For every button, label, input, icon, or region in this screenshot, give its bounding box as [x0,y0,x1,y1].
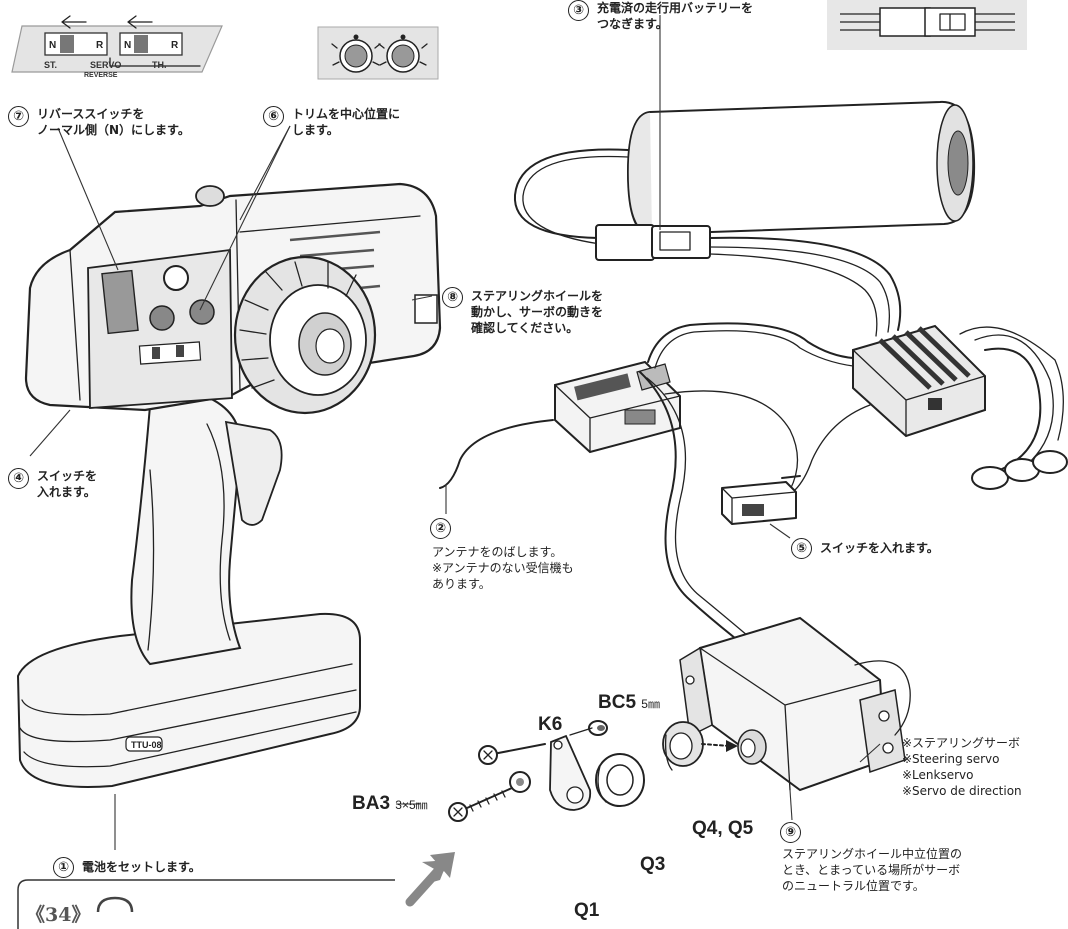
step-4-number: ④ [8,468,29,489]
step-7-text: リバーススイッチを ノーマル側（N）にします。 [37,107,190,137]
reverse-n-left: N [49,40,56,51]
step-5-number: ⑤ [791,538,812,559]
battery-wire-top [513,148,629,239]
step-6-text: トリムを中心位置に します。 [292,107,401,137]
servo-lead-2 [646,377,749,637]
reverse-r-left: R [96,40,104,51]
esc-motor-lead-2 [974,334,1054,463]
switch-lead [664,390,799,491]
step-9-number: ⑨ [780,822,801,843]
servo-note-fr: ※Servo de direction [902,784,1022,798]
receiver-lead-1 [647,322,854,363]
reverse-r-right: R [171,40,179,51]
servo-lead [639,371,741,643]
part-bc5-code: BC5 [598,692,637,713]
switch-unit [721,475,801,525]
reverse-st-label: ST. [44,60,57,70]
trim-knob-inset [317,26,439,80]
corner-bracket [17,879,395,929]
step-5-text: スイッチを入れます。 [820,541,939,555]
switch-lead-2 [794,404,871,491]
part-ba3-label: BA3 3×5㎜ [352,793,428,816]
section-mark: 《34》 [26,904,91,926]
motor-plug-3 [1032,450,1068,474]
esc-motor-lead-3 [959,326,1064,441]
step-1-text: 電池をセットします。 [82,860,201,874]
servo-note-ja: ※ステアリングサーボ [902,736,1021,750]
battery-pack [627,100,976,236]
step-6-number: ⑥ [263,106,284,127]
battery-wire-top-2 [522,155,629,245]
part-q1-label: Q1 [574,900,600,921]
step-7-number: ⑦ [8,106,29,127]
esc-wire-3 [709,253,878,337]
servo-horn-parts [448,720,738,822]
reverse-reverse-label: REVERSE [84,72,118,79]
steering-servo [679,616,911,792]
esc-wire-1 [709,236,902,331]
part-ba3-code: BA3 [352,793,391,814]
step-9-text: ステアリングホイール中立位置の とき、とまっている場所がサーボ のニュートラル位… [782,847,963,893]
transmitter [16,182,442,788]
part-ba3-size: 3×5㎜ [395,798,428,812]
servo-note-en: ※Steering servo [902,752,1000,766]
step-1-number: ① [53,857,74,878]
part-bc5-label: BC5 5㎜ [598,692,660,715]
step-8-text: ステアリングホイールを 動かし、サーボの動きを 確認してください。 [471,289,604,335]
servo-note-de: ※Lenkservo [902,768,974,782]
step-2-number: ② [430,518,451,539]
step-8-number: ⑧ [442,287,463,308]
part-k6-label: K6 [538,714,563,735]
battery-connector-male [595,224,655,261]
part-q3-label: Q3 [640,854,666,875]
part-q45-label: Q4, Q5 [692,818,754,839]
step-3-text: 充電済の走行用バッテリーを つなぎます。 [597,1,754,31]
esc-wire-2 [709,246,891,333]
transmitter-brand: TTU-08 [131,740,162,750]
reverse-switch-inset [11,15,223,73]
esc-motor-lead-1 [984,347,1042,471]
connector-inset [827,0,1027,50]
reverse-n-right: N [124,40,131,51]
reverse-servo-label: SERVO [90,60,121,70]
battery-connector-female [651,225,711,259]
step-2-text: アンテナをのばします。 ※アンテナのない受信機も あります。 [432,545,574,591]
part-bc5-size: 5㎜ [641,697,660,711]
step-3-number: ③ [568,0,589,21]
esc-unit [852,324,986,438]
receiver-lead-2 [654,330,854,369]
step-4-text: スイッチを 入れます。 [37,469,98,499]
receiver-antenna [439,419,554,489]
motor-plug-1 [971,466,1009,490]
reverse-th-label: TH. [152,60,167,70]
receiver-unit [554,360,681,454]
